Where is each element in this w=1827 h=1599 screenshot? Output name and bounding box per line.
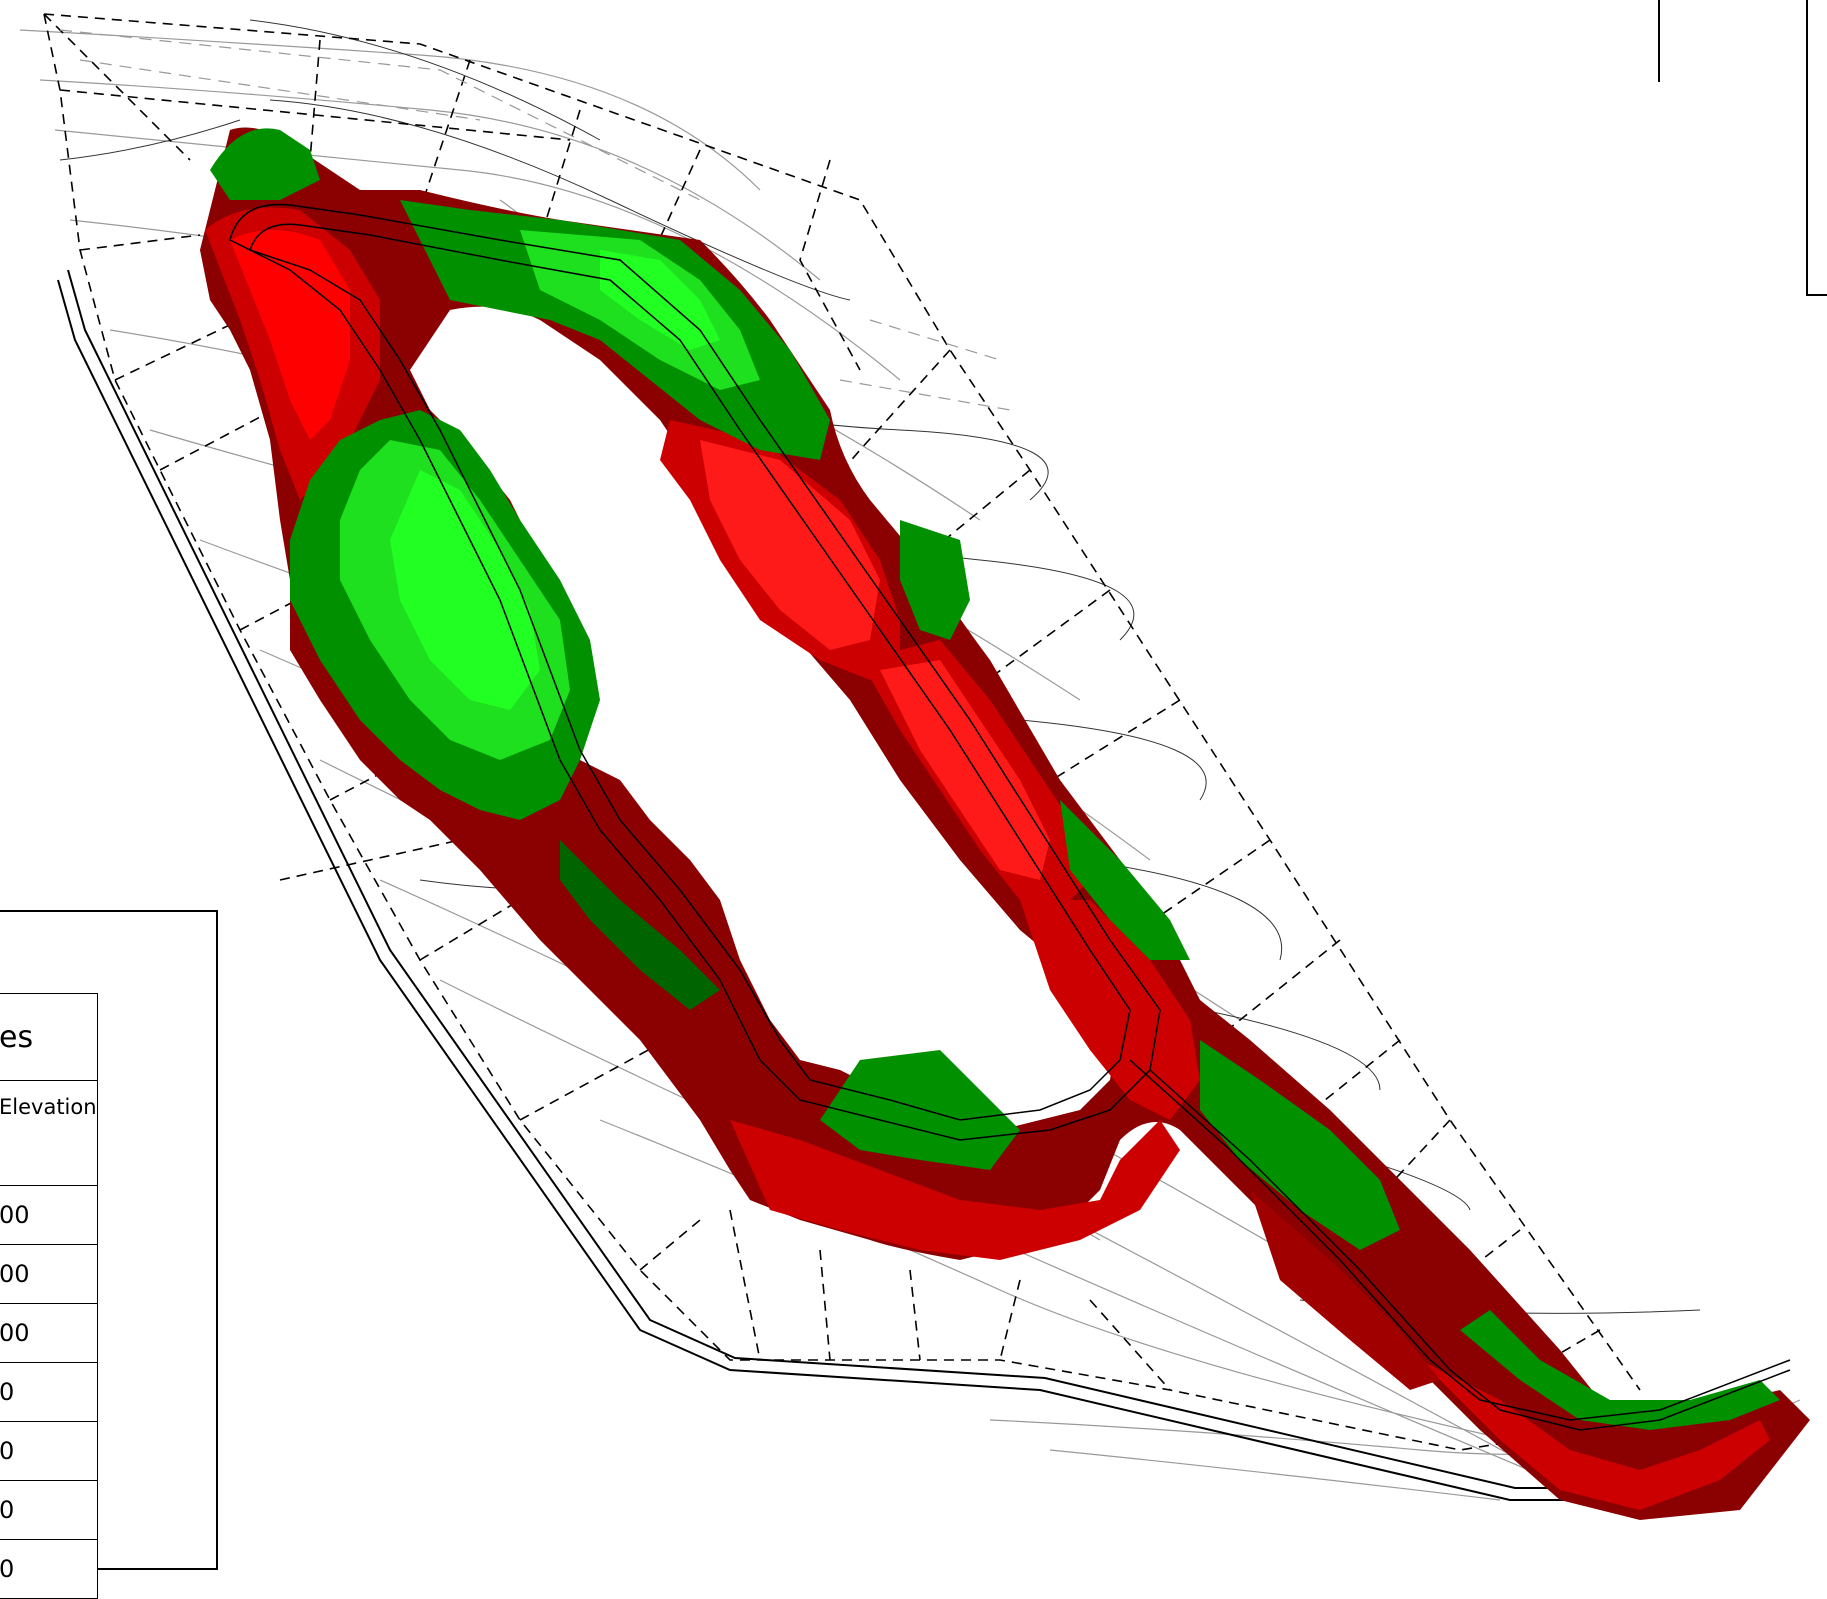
legend-row: 0 — [0, 1362, 98, 1422]
legend-row: 00 — [0, 1303, 98, 1363]
legend-row: 0 — [0, 1421, 98, 1481]
legend-row-label: 0 — [0, 1539, 98, 1599]
lot-boundaries-light — [59, 29, 1011, 411]
legend-row: 0 — [0, 1480, 98, 1540]
legend-row-label: 0 — [0, 1480, 98, 1540]
road-alignment — [229, 203, 1791, 1431]
legend-header-row: Elevation — [0, 1080, 98, 1186]
legend-row-label: 0 — [0, 1362, 98, 1422]
north-arrow-line — [1658, 0, 1660, 82]
fill-areas — [210, 128, 1780, 1430]
legend-row-label: 0 — [0, 1421, 98, 1481]
legend-row-label: 00 — [0, 1303, 98, 1363]
road-edges — [57, 269, 1705, 1501]
elevation-legend-table: es Elevation 00 00 00 0 0 0 0 — [0, 993, 98, 1599]
legend-row: 00 — [0, 1185, 98, 1245]
legend-title: es — [0, 993, 98, 1081]
legend-row: 0 — [0, 1539, 98, 1599]
legend-column-header: Elevation — [0, 1080, 98, 1186]
title-block-edge — [1806, 0, 1827, 296]
cut-areas — [205, 207, 1770, 1510]
legend-row-label: 00 — [0, 1244, 98, 1304]
legend-row-label: 00 — [0, 1185, 98, 1245]
legend-row: 00 — [0, 1244, 98, 1304]
legend-title-row: es — [0, 993, 98, 1081]
site-plan-map — [19, 13, 1810, 1520]
